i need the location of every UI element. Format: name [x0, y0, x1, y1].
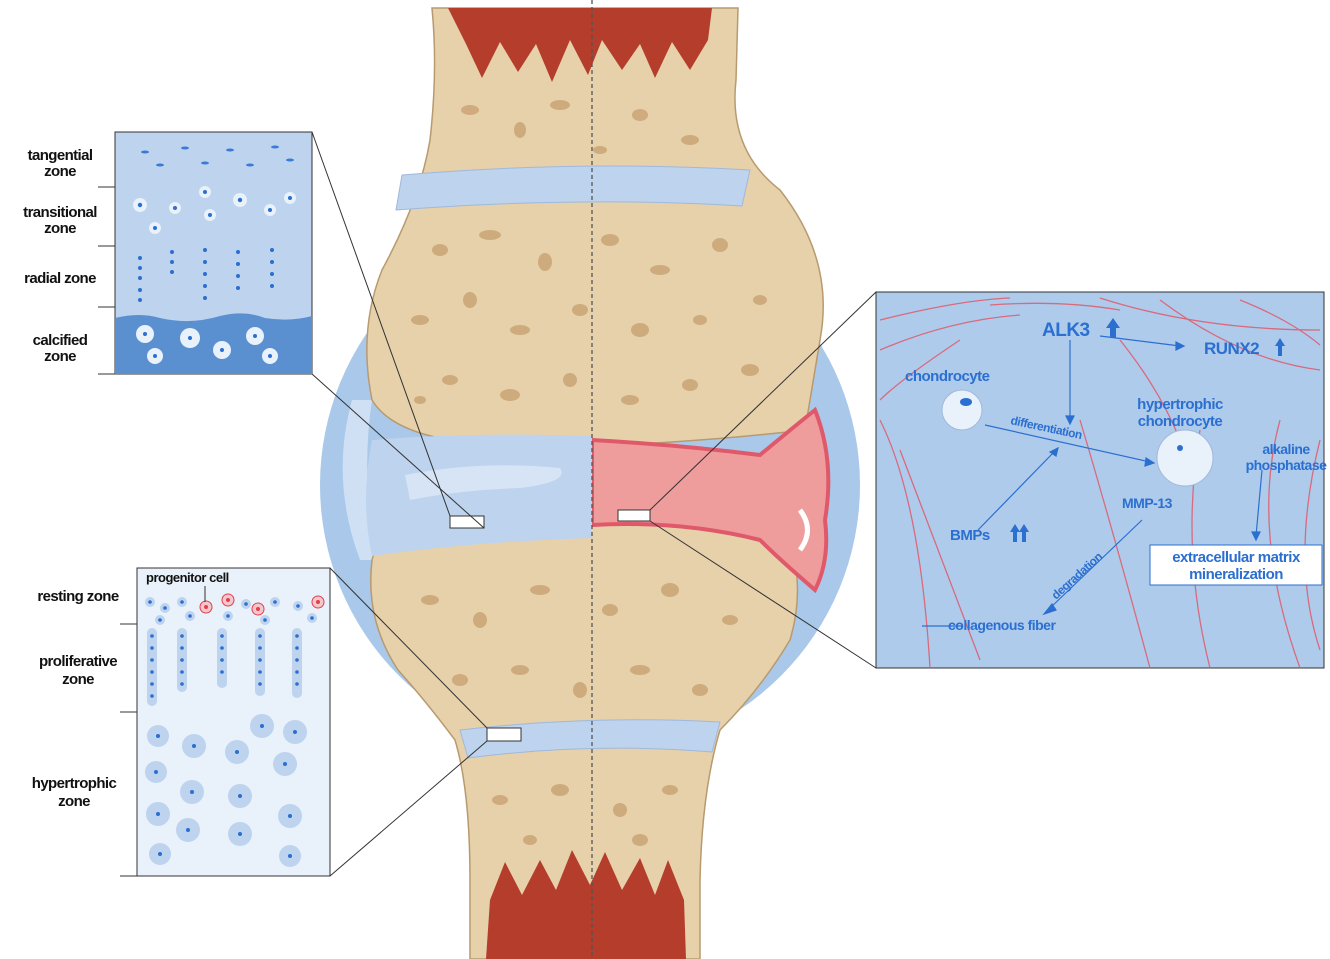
label-hypertrophic: hypertrophic — [1137, 396, 1223, 413]
label-mmp13: MMP-13 — [1122, 495, 1173, 511]
label-resting: resting zone — [37, 588, 118, 605]
label-transitional-2: zone — [44, 220, 76, 237]
label-tangential: tangential — [28, 147, 93, 164]
label-alkaline: alkaline — [1262, 441, 1310, 457]
label-runx2: RUNX2 — [1204, 339, 1259, 358]
callout-articular — [450, 516, 484, 528]
chondrocyte-nucleus — [960, 398, 972, 406]
label-collagen: collagenous fiber — [948, 617, 1056, 633]
label-ecm-2: mineralization — [1189, 566, 1283, 583]
label-hypertrophic-2: zone — [58, 793, 90, 810]
label-hypertrophic-2: chondrocyte — [1138, 413, 1223, 430]
label-bmps: BMPs — [950, 527, 990, 544]
label-alkaline-2: phosphatase — [1246, 457, 1328, 473]
label-chondrocyte: chondrocyte — [905, 368, 990, 385]
upper-bone — [367, 8, 823, 449]
label-ecm: extracellular matrix — [1172, 549, 1301, 566]
label-calcified-2: zone — [44, 348, 76, 365]
callout-oa — [618, 510, 650, 521]
articular-zones-panel: tangential zone transitional zone radial… — [23, 132, 312, 374]
joint-illustration — [312, 0, 876, 959]
label-progenitor: progenitor cell — [146, 570, 229, 585]
calcified-layer — [115, 313, 312, 374]
label-proliferative-2: zone — [62, 671, 94, 688]
label-radial: radial zone — [24, 270, 96, 287]
label-alk3: ALK3 — [1042, 320, 1090, 341]
hypertrophic-nucleus — [1177, 445, 1183, 451]
label-calcified: calcified — [33, 332, 88, 349]
chondrocyte-cell — [942, 390, 982, 430]
label-hypertrophic: hypertrophic — [32, 775, 117, 792]
oa-mechanism-panel: ALK3 RUNX2 chondrocyte hypertrophic chon… — [876, 292, 1327, 668]
label-tangential-2: zone — [44, 163, 76, 180]
label-proliferative: proliferative — [39, 653, 117, 670]
hypertrophic-chondrocyte-cell — [1157, 430, 1213, 486]
callout-growth — [487, 728, 521, 741]
growth-plate-panel: progenitor cell resting zone proliferati… — [32, 568, 330, 876]
label-transitional: transitional — [23, 204, 97, 221]
